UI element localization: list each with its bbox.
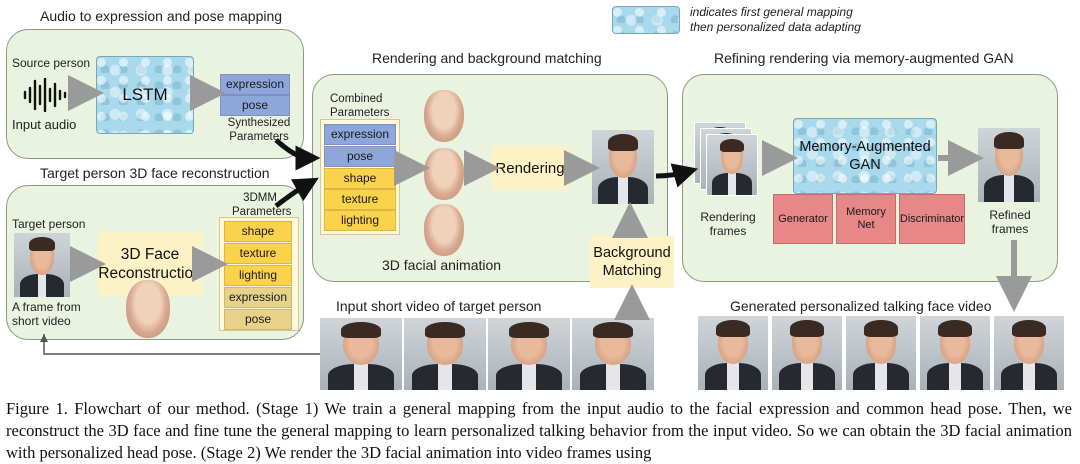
target-stage-title: Target person 3D face reconstruction (40, 165, 270, 181)
input-video-frame-3 (488, 318, 570, 390)
arrow-3dmm-to-combined (274, 177, 319, 208)
animated-face-3 (424, 204, 464, 256)
combined-param-texture: texture (324, 189, 396, 210)
memory-net-box: Memory Net (836, 194, 896, 244)
generated-frame-5 (994, 316, 1064, 390)
background-matching-box: Background Matching (590, 236, 674, 288)
refined-frames-label: Refined frames (989, 208, 1031, 236)
gan-label: Memory-Augmented GAN (799, 139, 931, 173)
face-reconstruction-label: 3D Face Reconstruction (98, 246, 202, 282)
animated-face-1 (424, 90, 464, 142)
input-video-title: Input short video of target person (336, 298, 542, 314)
arrow-video-to-target-frame (40, 334, 320, 355)
render-stage-title: Rendering and background matching (372, 50, 602, 66)
rendering-box: Rendering (492, 146, 568, 190)
rendering-frame-stack-3 (706, 134, 758, 196)
target-person-label: Target person (12, 217, 86, 231)
refined-frame-photo (978, 128, 1040, 202)
rendering-frames-label: Rendering frames (700, 210, 756, 238)
combined-param-expression: expression (324, 124, 396, 145)
generated-video-title: Generated personalized talking face vide… (730, 298, 992, 314)
generated-frame-1 (698, 316, 768, 390)
3dmm-param-expression: expression (224, 287, 292, 308)
target-frame-photo (14, 233, 70, 297)
input-video-frame-1 (320, 318, 402, 390)
input-audio-label: Input audio (12, 117, 77, 132)
generated-frame-4 (920, 316, 990, 390)
waveform-icon (22, 77, 70, 113)
combined-param-pose: pose (324, 146, 396, 167)
rendering-label: Rendering (495, 159, 565, 177)
combined-params-label: Combined Parameters (330, 93, 390, 119)
reconstructed-face-mesh (126, 280, 170, 338)
3d-facial-animation-label: 3D facial animation (382, 257, 502, 273)
legend-text-1: indicates first general mapping (690, 5, 853, 19)
gan-box: Memory-Augmented GAN (793, 118, 937, 194)
3dmm-params-title: 3DMM Parameters (232, 192, 292, 218)
input-video-frame-4 (572, 318, 654, 390)
animated-face-2 (424, 148, 464, 200)
synth-params-label: Synthesized Parameters (227, 117, 291, 143)
audio-stage-title: Audio to expression and pose mapping (40, 8, 283, 24)
arrow-render-to-refine (655, 163, 699, 188)
input-video-frame-2 (404, 318, 486, 390)
legend-swatch (612, 6, 680, 34)
lstm-label: LSTM (122, 85, 168, 104)
frame-from-video-label: A frame from short video (12, 300, 81, 328)
refine-stage-title: Refining rendering via memory-augmented … (714, 50, 1014, 66)
rendered-frame-photo (592, 130, 654, 204)
combined-param-lighting: lighting (324, 210, 396, 231)
combined-param-shape: shape (324, 168, 396, 189)
generator-box: Generator (773, 194, 833, 244)
background-matching-label: Background Matching (593, 245, 671, 279)
synth-param-pose: pose (220, 95, 290, 116)
figure-caption: Figure 1. Flowchart of our method. (Stag… (6, 399, 1072, 462)
legend-text-2: then personalized data adapting (690, 20, 861, 34)
generated-frame-3 (846, 316, 916, 390)
3dmm-param-texture: texture (224, 243, 292, 264)
source-person-label: Source person (12, 56, 91, 70)
generated-frame-2 (772, 316, 842, 390)
discriminator-box: Discriminator (899, 194, 965, 244)
3dmm-param-shape: shape (224, 221, 292, 242)
3dmm-param-pose: pose (224, 309, 292, 330)
lstm-box: LSTM (96, 56, 194, 134)
arrow-synth-to-combined (274, 138, 321, 171)
